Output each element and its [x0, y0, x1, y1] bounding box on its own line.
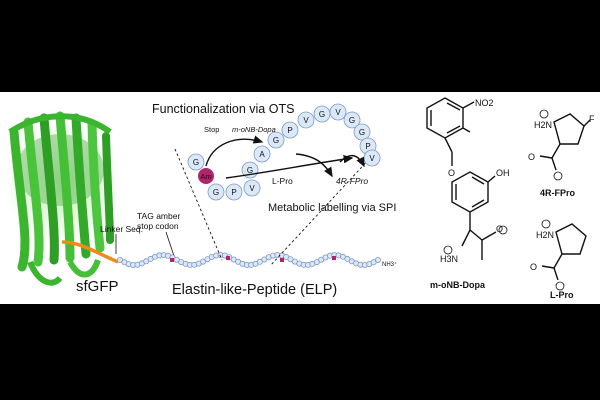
peptide-bead	[353, 123, 371, 141]
lpro-amine: H2N	[536, 230, 554, 240]
lpro-oxygen: O	[530, 262, 537, 272]
tag-codon-marker	[280, 258, 284, 262]
am-label: Am	[200, 172, 211, 181]
carboxylate-oxygen: O	[496, 224, 503, 234]
fpro-structure: F H2N O 4R-FPro	[528, 109, 595, 198]
peptide-bead-letter: G	[213, 188, 219, 197]
linker-label: Linker Seq.	[100, 224, 143, 234]
peptide-bead-letter: G	[273, 136, 279, 145]
peptide-bead	[343, 111, 361, 129]
peptide-bead-letter: V	[369, 154, 375, 163]
stop-label: Stop	[204, 125, 219, 134]
peptide-bead	[281, 121, 299, 139]
tag-codon-marker	[226, 256, 230, 260]
elp-bead	[313, 259, 320, 266]
peptide-bead-letter: G	[359, 128, 365, 137]
lpro-arrow-label: L-Pro	[272, 176, 293, 186]
sfgfp-protein-structure	[4, 111, 120, 286]
elp-bead-chain	[117, 251, 381, 268]
fpro-oxygen: O	[528, 152, 535, 162]
tag-label-line2: stop codon	[137, 221, 179, 231]
oncb-dopa-structure: NO2 O OH O H3N m-oNB-Dopa	[426, 97, 510, 290]
ether-oxygen: O	[448, 168, 455, 178]
oncb-dopa-arrow-label: m-oNB-Dopa	[232, 125, 276, 134]
linker-sequence	[61, 240, 119, 264]
peptide-bead-letter: V	[249, 184, 255, 193]
peptide-bead-letter: A	[259, 150, 265, 159]
am-residue: Am	[198, 168, 214, 184]
peptide-bead-letter: G	[193, 158, 199, 167]
spi-arrow	[295, 153, 333, 178]
peptide-bead	[187, 153, 205, 171]
elp-bead	[287, 256, 294, 263]
peptide-bead-letter: V	[303, 116, 309, 125]
metabolic-label: Metabolic labelling via SPI	[268, 202, 396, 214]
elp-bead	[143, 258, 150, 265]
peptide-bead-letter: P	[365, 142, 370, 151]
peptide-bead-letter: P	[231, 188, 236, 197]
elp-bead	[344, 255, 351, 262]
peptide-bead	[207, 183, 225, 201]
figure-panel: sfGFP Linker Seq. TAG amber stop codon E…	[0, 92, 600, 304]
peptide-bead	[225, 183, 243, 201]
peptide-bead	[253, 145, 271, 163]
lpro-arrow	[225, 155, 354, 179]
fpro-arrow-label: 4R-FPro	[336, 176, 368, 186]
tag-codon-marker	[170, 258, 174, 262]
fpro-amine: H2N	[534, 120, 552, 130]
lpro-name: L-Pro	[550, 290, 574, 300]
fpro-name: 4R-FPro	[540, 188, 576, 198]
ots-arrow	[205, 135, 264, 167]
peptide-bead-letter: G	[247, 166, 253, 175]
peptide-bead-letter: P	[287, 126, 292, 135]
no2-group: NO2	[475, 98, 494, 108]
peptide-bead	[329, 103, 347, 121]
peptide-bead-letter: G	[349, 116, 355, 125]
schematic-diagram: sfGFP Linker Seq. TAG amber stop codon E…	[4, 97, 595, 300]
peptide-bead	[297, 111, 315, 129]
peptide-bead	[267, 131, 285, 149]
fluorine-atom: F	[589, 114, 595, 124]
tag-codon-marker	[332, 256, 336, 260]
sfgfp-label: sfGFP	[76, 278, 119, 295]
peptide-bead-letter: V	[335, 108, 341, 117]
tag-pointer	[165, 231, 175, 257]
oncb-dopa-name: m-oNB-Dopa	[430, 280, 486, 290]
nh3-terminus: NH3⁺	[382, 261, 397, 268]
peptide-bead	[243, 179, 261, 197]
zoom-line-left	[174, 148, 223, 261]
tag-label-line1: TAG amber	[137, 211, 180, 221]
elp-label: Elastin-like-Peptide (ELP)	[172, 282, 337, 298]
elp-bead	[173, 256, 180, 263]
peptide-bead-letter: G	[319, 110, 325, 119]
fpro-arrow	[339, 155, 365, 168]
zoom-line-right	[269, 155, 373, 267]
hydroxyl-group: OH	[496, 168, 510, 178]
diagram-title: Functionalization via OTS	[152, 102, 294, 116]
amine-group: H3N	[440, 254, 458, 264]
elp-bead	[374, 256, 381, 263]
lpro-structure: H2N O L-Pro	[530, 219, 587, 300]
elp-bead	[200, 258, 207, 265]
